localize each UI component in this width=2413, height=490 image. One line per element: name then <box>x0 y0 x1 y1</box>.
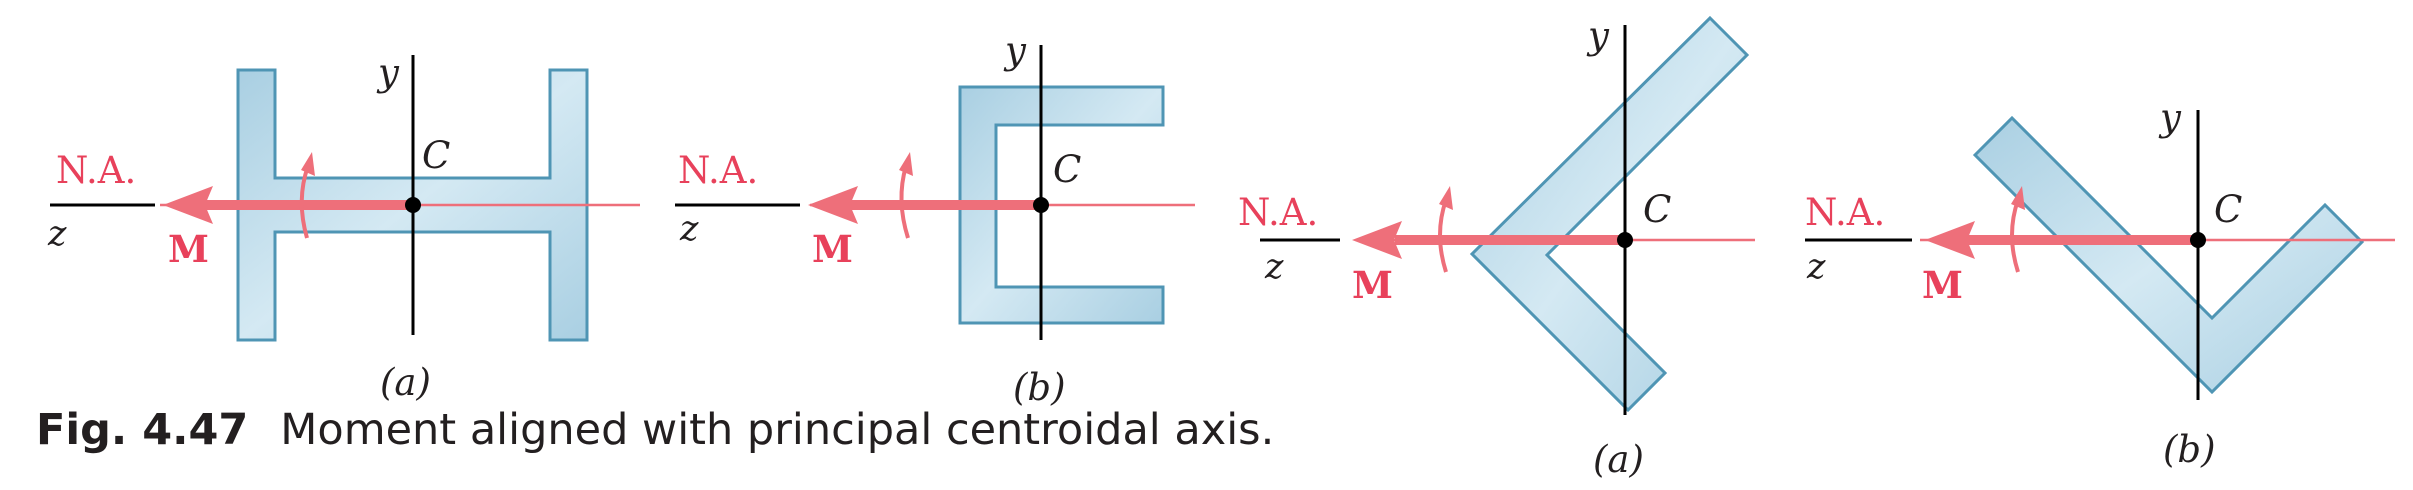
centroid-point <box>2190 232 2206 248</box>
centroid-point <box>1033 197 1049 213</box>
y-label: y <box>1003 29 1027 72</box>
moment-curl <box>2010 199 2020 273</box>
na-label: N.A. <box>56 149 136 192</box>
moment-label: M <box>1352 263 1393 307</box>
sub-label: (b) <box>2163 428 2216 471</box>
panel-channel: N.A. z M y C (b) <box>675 29 1195 409</box>
centroid-point <box>405 197 421 213</box>
centroid-label: C <box>2214 188 2242 231</box>
z-label: z <box>47 214 67 254</box>
angle-section <box>1469 15 1750 413</box>
angle-section <box>1972 115 2365 395</box>
moment-curl <box>299 165 310 239</box>
na-label: N.A. <box>678 149 758 192</box>
moment-curl-arrowhead <box>301 152 315 176</box>
na-label: N.A. <box>1805 191 1885 234</box>
centroid-label: C <box>422 134 450 177</box>
z-label: z <box>1806 247 1826 287</box>
y-label: y <box>1586 14 1610 57</box>
moment-label: M <box>1922 263 1963 307</box>
z-label: z <box>679 209 699 249</box>
figure-caption: Fig. 4.47 Moment aligned with principal c… <box>36 405 1274 455</box>
moment-curl <box>899 165 910 239</box>
figure-caption-text: Moment aligned with principal centroidal… <box>280 405 1275 455</box>
z-label: z <box>1264 247 1284 287</box>
y-label: y <box>376 51 400 94</box>
moment-curl <box>1438 199 1448 273</box>
sub-label: (a) <box>380 361 431 404</box>
centroid-point <box>1617 232 1633 248</box>
moment-arrowhead <box>163 186 213 224</box>
figure-number: Fig. 4.47 <box>36 405 249 455</box>
moment-curl-arrowhead <box>899 152 913 176</box>
sub-label: (b) <box>1013 366 1066 409</box>
panel-wide-flange: N.A. z M y C (a) <box>47 51 640 404</box>
sub-label: (a) <box>1593 438 1644 481</box>
moment-label: M <box>812 227 853 271</box>
moment-arrowhead <box>1352 221 1402 259</box>
channel-section <box>958 85 1165 325</box>
moment-arrowhead <box>1925 221 1975 259</box>
panel-rotated-angle-b: N.A. z M y C (b) <box>1805 96 2395 471</box>
centroid-label: C <box>1053 148 1081 191</box>
moment-arrowhead <box>808 186 858 224</box>
na-label: N.A. <box>1238 191 1318 234</box>
moment-curl-arrowhead <box>2011 186 2025 210</box>
y-label: y <box>2158 96 2182 139</box>
panel-rotated-angle-a: N.A. z M y C (a) <box>1238 14 1755 481</box>
centroid-label: C <box>1643 188 1671 231</box>
moment-curl-arrowhead <box>1439 186 1453 210</box>
moment-label: M <box>168 227 209 271</box>
